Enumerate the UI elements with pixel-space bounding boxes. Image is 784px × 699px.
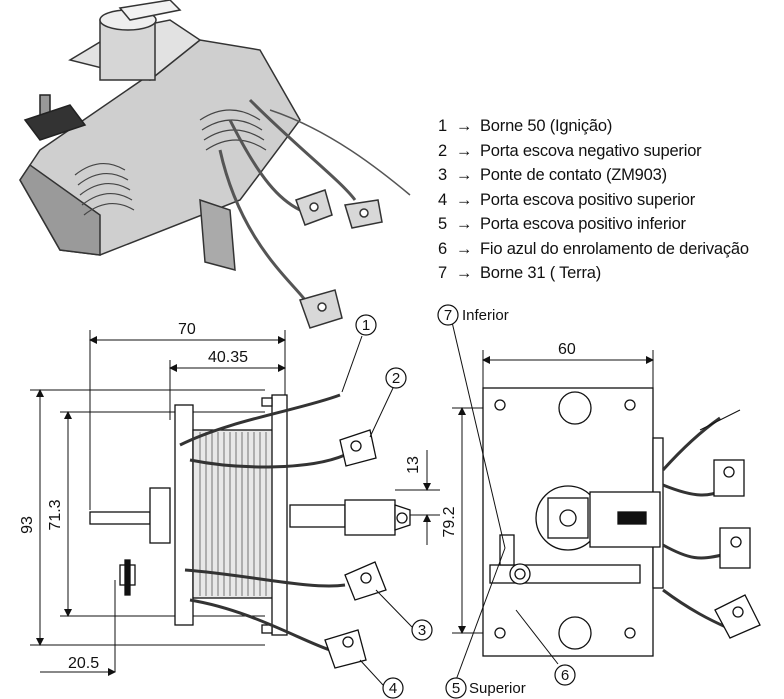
legend-text: Ponte de contato (ZM903)	[480, 166, 667, 184]
legend-number: 6	[438, 239, 447, 258]
legend-number: 2	[438, 141, 447, 160]
dim-width: 60	[558, 341, 576, 358]
legend-number: 3	[438, 166, 447, 184]
legend-item: 6 → Fio azul do enrolamento de derivação	[438, 237, 778, 262]
legend-text: Porta escova negativo superior	[480, 141, 702, 160]
legend-item: 1 → Borne 50 (Ignição)	[438, 114, 778, 139]
legend-number: 1	[438, 117, 447, 135]
legend: 1 → Borne 50 (Ignição) 2 → Porta escova nega…	[438, 114, 778, 286]
dim-length: 70	[178, 321, 196, 338]
callout-7: 7	[444, 307, 452, 324]
label-inferior: Inferior	[462, 307, 509, 324]
arrow-icon: →	[455, 239, 473, 258]
arrow-icon: →	[455, 190, 473, 209]
callout-5: 5	[452, 680, 460, 697]
callout-6: 6	[561, 667, 569, 684]
callout-3: 3	[418, 622, 426, 639]
dim-terminal: 20.5	[68, 655, 99, 672]
dim-offset: 13	[405, 456, 422, 474]
legend-text: Fio azul do enrolamento de derivação	[480, 239, 749, 258]
dim-height: 93	[19, 516, 36, 534]
legend-number: 4	[438, 190, 447, 209]
legend-item: 5 → Porta escova positivo inferior	[438, 212, 778, 237]
label-superior: Superior	[469, 680, 526, 697]
legend-item: 2 → Porta escova negativo superior	[438, 139, 778, 164]
legend-text: Borne 50 (Ignição)	[480, 117, 613, 135]
arrow-icon: →	[455, 215, 473, 233]
legend-item: 3 → Ponte de contato (ZM903)	[438, 163, 778, 188]
callout-4: 4	[389, 680, 397, 697]
legend-text: Borne 31 ( Terra)	[480, 264, 602, 282]
arrow-icon: →	[455, 117, 473, 135]
callout-2: 2	[392, 370, 400, 387]
legend-number: 5	[438, 215, 447, 233]
dim-mount: 40.35	[208, 349, 248, 366]
legend-number: 7	[438, 264, 447, 282]
dim-hole-spacing-front: 79.2	[441, 506, 458, 537]
callout-1: 1	[362, 317, 370, 334]
arrow-icon: →	[455, 141, 473, 160]
legend-item: 7 → Borne 31 ( Terra)	[438, 261, 778, 286]
legend-item: 4 → Porta escova positivo superior	[438, 188, 778, 213]
dim-hole-spacing: 71.3	[47, 499, 64, 530]
legend-text: Porta escova positivo inferior	[480, 215, 686, 233]
legend-text: Porta escova positivo superior	[480, 190, 696, 209]
arrow-icon: →	[455, 264, 473, 282]
arrow-icon: →	[455, 166, 473, 184]
